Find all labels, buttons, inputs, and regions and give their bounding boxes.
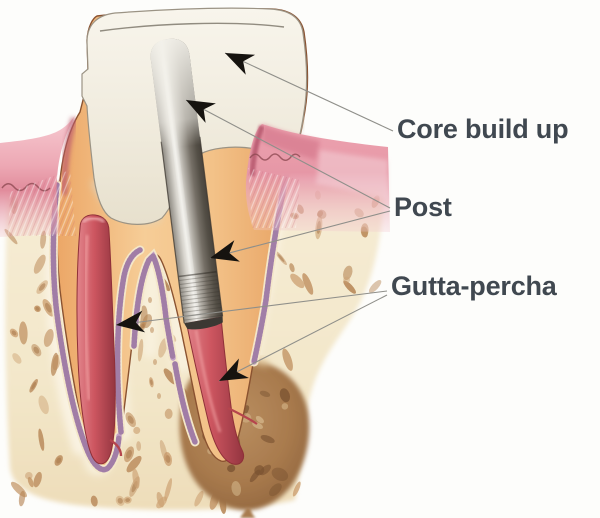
arrowhead-gutta-right-icon [219,358,249,381]
gum-left [0,114,77,237]
gum-right [245,124,390,232]
gutta-percha-left-canal [76,214,123,465]
label-gutta-percha: Gutta-percha [391,271,557,301]
leader-lines [115,52,394,382]
arrowhead-post-upper-icon [186,100,216,123]
arrowhead-gutta-left-icon [116,310,146,333]
label-core-build-up: Core build up [397,114,569,144]
leader-line-post-lower [209,210,391,259]
leader-line-gutta-right [218,294,388,382]
post-metal [150,38,224,330]
leader-line-gutta-left [115,290,388,326]
leader-line-post-upper [185,99,391,209]
leader-line-core [224,52,394,132]
arrowheads [116,53,256,381]
label-post: Post [394,192,452,222]
arrowhead-post-lower-icon [210,240,240,262]
arrowhead-core-icon [225,53,256,75]
gutta-percha-right-canal [183,303,258,465]
